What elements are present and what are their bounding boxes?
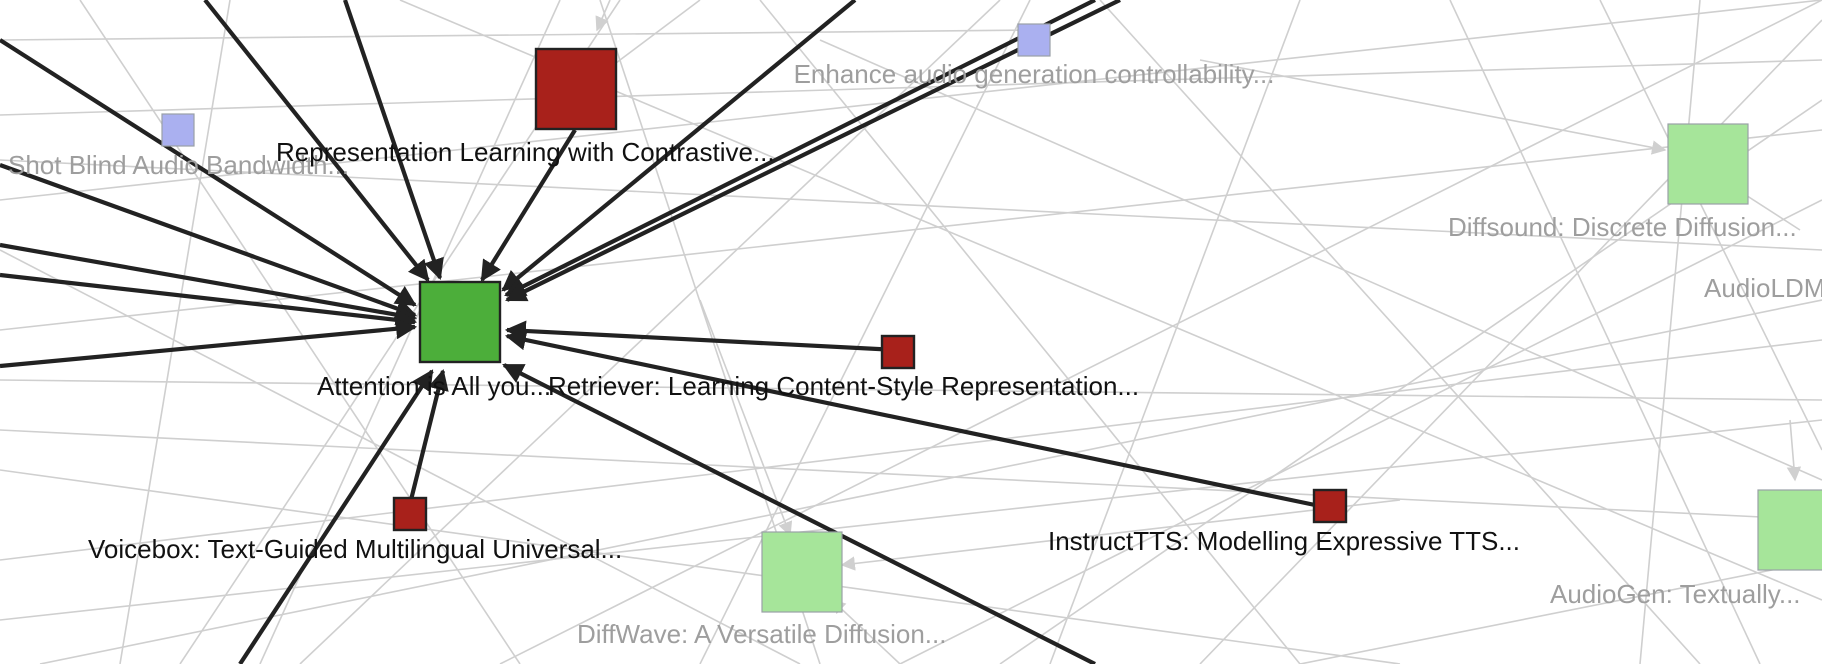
edge-bg bbox=[0, 379, 1822, 401]
edge-bg bbox=[1449, 0, 1761, 664]
edge-bg-arrow bbox=[699, 299, 793, 537]
edge-highlighted bbox=[504, 320, 898, 353]
edge-bg bbox=[1299, 559, 1822, 664]
edge-bg bbox=[1049, 0, 1301, 664]
node-label: Voicebox: Text-Guided Multilingual Unive… bbox=[88, 534, 622, 564]
node-representation-learning[interactable]: Representation Learning with Contrastive… bbox=[276, 47, 775, 167]
node-instructtts[interactable]: InstructTTS: Modelling Expressive TTS... bbox=[1048, 488, 1520, 556]
edge-bg-arrow bbox=[830, 599, 901, 664]
highlighted-edges bbox=[0, 0, 1316, 664]
node-square[interactable] bbox=[392, 496, 428, 532]
edge-bg bbox=[39, 299, 1822, 664]
edge-bg bbox=[79, 0, 521, 664]
node-square[interactable] bbox=[161, 113, 195, 147]
edge-bg bbox=[499, 0, 1822, 664]
node-voicebox[interactable]: Voicebox: Text-Guided Multilingual Unive… bbox=[88, 496, 622, 564]
node-attention-is-all-you-need[interactable]: Attention is All you... bbox=[317, 280, 551, 401]
edge-highlighted bbox=[0, 38, 417, 307]
node-square[interactable] bbox=[534, 47, 618, 131]
edge-highlighted bbox=[480, 128, 577, 282]
edge-highlighted bbox=[343, 0, 444, 280]
edge-highlighted bbox=[504, 329, 1316, 508]
edge-highlighted bbox=[501, 0, 857, 292]
edge-bg bbox=[0, 249, 801, 664]
node-label: AudioLDM... bbox=[1704, 273, 1822, 303]
node-audioldm: AudioLDM... bbox=[1704, 273, 1822, 303]
node-square[interactable] bbox=[1312, 488, 1348, 524]
node-label: Representation Learning with Contrastive… bbox=[276, 137, 775, 167]
edge-bg-arrow bbox=[595, 0, 611, 32]
edge-bg bbox=[899, 199, 1822, 664]
node-label: AudioGen: Textually... bbox=[1550, 579, 1801, 609]
node-retriever[interactable]: Retriever: Learning Content-Style Repres… bbox=[548, 334, 1139, 401]
node-label: Retriever: Learning Content-Style Repres… bbox=[548, 371, 1139, 401]
edge-bg bbox=[0, 429, 1822, 521]
edge-bg bbox=[1599, 0, 1822, 451]
node-square[interactable] bbox=[880, 334, 916, 370]
node-label: DiffWave: A Versatile Diffusion... bbox=[577, 619, 946, 649]
node-audiogen[interactable]: AudioGen: Textually... bbox=[1550, 489, 1822, 609]
node-square[interactable] bbox=[761, 531, 843, 613]
edge-bg bbox=[699, 0, 1031, 664]
node-label: InstructTTS: Modelling Expressive TTS... bbox=[1048, 526, 1520, 556]
edge-highlighted bbox=[0, 318, 418, 369]
edge-highlighted bbox=[0, 272, 418, 331]
node-square[interactable] bbox=[1667, 123, 1749, 205]
node-label: Attention is All you... bbox=[317, 371, 551, 401]
edge-bg bbox=[1199, 19, 1822, 664]
node-shot-blind-audio[interactable]: Shot Blind Audio Bandwidth... bbox=[8, 113, 349, 180]
edge-highlighted bbox=[405, 368, 449, 513]
node-label: Diffsound: Discrete Diffusion... bbox=[1448, 212, 1797, 242]
edge-bg bbox=[1099, 0, 1701, 664]
edge-bg-arrow bbox=[1786, 419, 1802, 482]
edge-bg bbox=[119, 0, 231, 664]
edge-highlighted bbox=[0, 163, 417, 319]
node-square[interactable] bbox=[1757, 489, 1822, 571]
edge-bg bbox=[819, 39, 1822, 481]
edge-bg-arrow bbox=[840, 499, 1401, 571]
node-label: Shot Blind Audio Bandwidth... bbox=[8, 150, 349, 180]
edge-bg bbox=[1639, 0, 1701, 664]
edge-bg bbox=[0, 59, 1822, 116]
edge-highlighted bbox=[502, 363, 1096, 664]
edge-bg-arrow bbox=[1199, 59, 1667, 155]
edge-bg bbox=[0, 469, 1401, 664]
edge-bg bbox=[0, 159, 1822, 251]
edge-bg bbox=[0, 419, 1822, 621]
edge-bg bbox=[759, 0, 1301, 664]
edge-highlighted bbox=[504, 0, 1096, 297]
node-diffsound[interactable]: Diffsound: Discrete Diffusion... bbox=[1448, 123, 1797, 242]
node-diffwave[interactable]: DiffWave: A Versatile Diffusion... bbox=[577, 531, 946, 649]
edge-bg bbox=[0, 29, 1041, 41]
graph-nodes: Enhance audio generation controllability… bbox=[8, 23, 1822, 649]
edge-bg bbox=[0, 339, 1822, 561]
edge-highlighted bbox=[238, 369, 434, 664]
node-square[interactable] bbox=[418, 280, 502, 364]
node-label: Enhance audio generation controllability… bbox=[794, 59, 1275, 89]
edge-bg bbox=[399, 0, 1822, 601]
edge-bg bbox=[299, 0, 1001, 664]
edge-highlighted bbox=[203, 0, 430, 282]
node-enhance-audio-generation[interactable]: Enhance audio generation controllability… bbox=[794, 23, 1275, 89]
node-square[interactable] bbox=[1017, 23, 1051, 57]
edge-highlighted bbox=[0, 242, 418, 326]
